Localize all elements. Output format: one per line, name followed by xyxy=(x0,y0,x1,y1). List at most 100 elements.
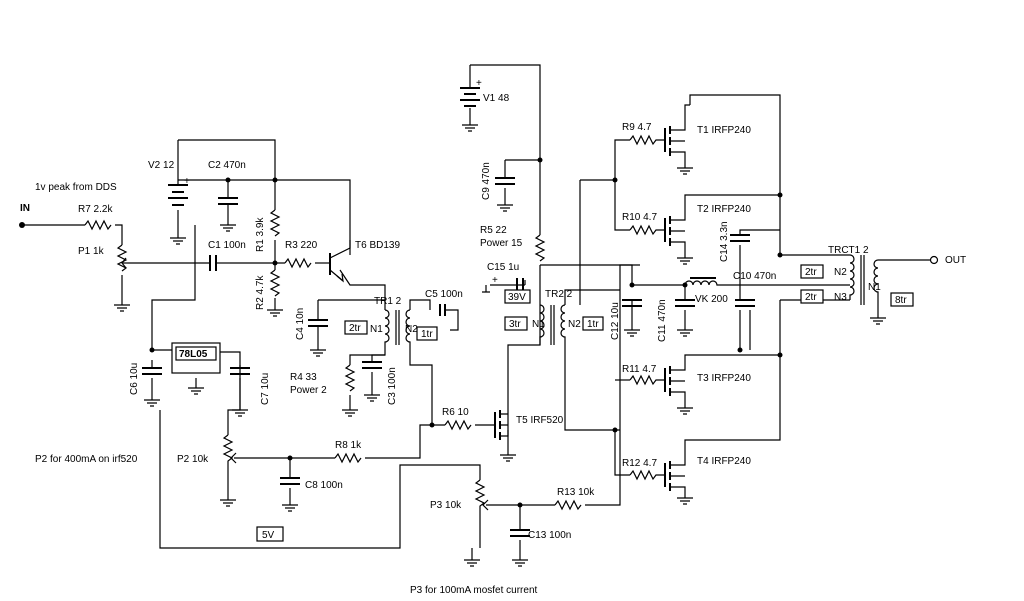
r1-resistor xyxy=(269,209,281,237)
p2-label: P2 10k xyxy=(177,454,209,465)
box-5v-text: 5V xyxy=(262,530,275,541)
c13-label: C13 100n xyxy=(528,530,571,541)
tr1-n1-label: N1 xyxy=(370,324,383,335)
c9-label: C9 470n xyxy=(481,162,492,200)
tr2-transformer xyxy=(539,304,566,345)
tr2-n1-label: N1 xyxy=(532,319,545,330)
r5-power-label: Power 15 xyxy=(480,238,523,249)
c9-capacitor xyxy=(495,177,515,185)
c8-label: C8 100n xyxy=(305,480,343,491)
labels: IN OUT 1v peak from DDS R7 2.2k P1 1k C1… xyxy=(20,78,966,596)
r2-label: R2 4.7k xyxy=(255,275,266,310)
transformers xyxy=(384,254,879,345)
vk-label: VK 200 xyxy=(695,294,728,305)
trct-n1-label: N1 xyxy=(868,282,881,293)
r6-resistor xyxy=(444,419,472,431)
out-label: OUT xyxy=(945,255,966,266)
r11-label: R11 4.7 xyxy=(622,364,657,375)
p1-potentiometer xyxy=(116,244,128,272)
box-1tr-b-text: 1tr xyxy=(587,319,599,330)
dds-note: 1v peak from DDS xyxy=(35,182,117,193)
r9-label: R9 4.7 xyxy=(622,122,652,133)
r7-label: R7 2.2k xyxy=(78,204,113,215)
capacitors xyxy=(142,177,755,537)
trct-label: TRCT1 2 xyxy=(828,245,869,256)
grounds xyxy=(114,124,886,567)
box-1tr-tr2 xyxy=(582,316,604,331)
r3-resistor xyxy=(284,257,312,269)
t4-label: T4 IRFP240 xyxy=(697,456,751,467)
c5-label: C5 100n xyxy=(425,289,463,300)
r10-resistor xyxy=(629,224,665,236)
c12-label: C12 10u xyxy=(610,302,621,340)
junction-dots xyxy=(19,157,939,508)
box-1tr-tr1 xyxy=(416,326,438,341)
p3-label: P3 10k xyxy=(430,500,462,511)
resistors xyxy=(84,134,665,511)
c7-label: C7 10u xyxy=(260,373,271,405)
vk200-choke xyxy=(684,277,720,286)
v1-label: V1 48 xyxy=(483,93,510,104)
c14-capacitor xyxy=(730,234,750,242)
c13-capacitor xyxy=(510,529,530,537)
p3-note: P3 for 100mA mosfet current xyxy=(410,585,538,596)
c2-label: C2 470n xyxy=(208,160,246,171)
r13-resistor xyxy=(554,499,582,511)
c2-capacitor xyxy=(218,197,238,208)
c5-capacitor xyxy=(439,304,446,316)
plus-v1: + xyxy=(476,78,482,89)
tr2-label: TR2 2 xyxy=(545,289,573,300)
t3-label: T3 IRFP240 xyxy=(697,373,751,384)
box-39v-text: 39V xyxy=(508,292,526,303)
c1-label: C1 100n xyxy=(208,240,246,251)
tr1-transformer xyxy=(384,309,411,345)
c12-capacitor xyxy=(622,299,642,315)
box-2tr-c-text: 2tr xyxy=(805,292,817,303)
box-2tr-tr1 xyxy=(344,320,368,335)
t6-label: T6 BD139 xyxy=(355,240,400,251)
r7-resistor xyxy=(84,219,112,231)
r5-label: R5 22 xyxy=(480,225,507,236)
p2-note: P2 for 400mA on irf520 xyxy=(35,454,138,465)
trct1-transformer xyxy=(849,254,879,305)
reg-label: 78L05 xyxy=(179,349,208,360)
c8-capacitor xyxy=(280,477,300,485)
c11-label: C11 470n xyxy=(657,299,668,342)
c14-label: C14 3.3n xyxy=(719,221,730,262)
v2-battery xyxy=(168,184,188,206)
wires xyxy=(22,64,930,560)
r8-resistor xyxy=(334,452,362,464)
t2-label: T2 IRFP240 xyxy=(697,204,751,215)
t6-bd139-transistor xyxy=(329,240,351,283)
c4-capacitor xyxy=(308,319,328,330)
r11-resistor xyxy=(629,374,665,386)
v1-battery xyxy=(460,87,480,107)
c1-capacitor xyxy=(209,255,230,271)
t1-label: T1 IRFP240 xyxy=(697,125,751,136)
r5-resistor xyxy=(534,234,546,262)
box-2tr-n2 xyxy=(800,264,824,279)
box-5v xyxy=(256,526,284,542)
v2-label: V2 12 xyxy=(148,160,175,171)
t1-irfp240-mosfet xyxy=(664,104,690,160)
box-8tr xyxy=(890,292,914,307)
t5-irf520-mosfet xyxy=(494,410,509,440)
r9-resistor xyxy=(629,134,665,146)
r3-label: R3 220 xyxy=(285,240,318,251)
c3-capacitor xyxy=(362,361,382,369)
c4-label: C4 10n xyxy=(295,308,306,340)
t5-label: T5 IRF520 xyxy=(516,415,564,426)
r12-resistor xyxy=(629,469,665,481)
trct-n3-label: N3 xyxy=(834,292,847,303)
c10-label: C10 470n xyxy=(733,271,776,282)
c6-capacitor xyxy=(142,367,162,375)
t3-irfp240-mosfet xyxy=(664,354,690,400)
r1-label: R1 3.9k xyxy=(255,217,266,252)
c10-capacitor xyxy=(735,299,755,307)
box-2tr-a-text: 2tr xyxy=(349,323,361,334)
t4-irfp240-mosfet xyxy=(664,439,690,491)
r10-label: R10 4.7 xyxy=(622,212,657,223)
box-2tr-b-text: 2tr xyxy=(805,267,817,278)
c3-label: C3 100n xyxy=(387,367,398,405)
plus-v2: + xyxy=(184,176,190,187)
